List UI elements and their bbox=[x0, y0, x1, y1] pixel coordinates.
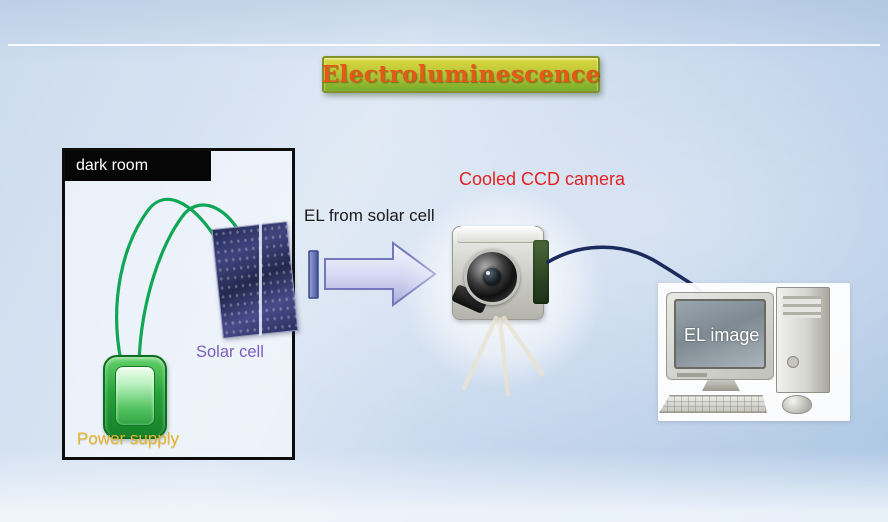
computer-monitor: EL image bbox=[666, 292, 774, 380]
power-supply-image bbox=[103, 355, 167, 439]
monitor-screen: EL image bbox=[674, 299, 766, 369]
computer-image: EL image bbox=[658, 283, 850, 421]
divider-line bbox=[8, 44, 880, 46]
wire-path bbox=[115, 197, 217, 363]
dark-room-box: Solar cell Power supply dark room bbox=[62, 148, 299, 460]
tripod-leg bbox=[501, 315, 545, 377]
monitor-stand bbox=[702, 380, 740, 391]
tripod-leg bbox=[461, 315, 499, 391]
el-arrow-label: EL from solar cell bbox=[304, 206, 435, 225]
camera-lens-center bbox=[483, 268, 501, 286]
dark-room-header: dark room bbox=[65, 151, 211, 181]
computer-tower bbox=[776, 287, 830, 393]
wire-path bbox=[137, 203, 245, 365]
tripod-leg bbox=[497, 317, 511, 397]
ccd-camera-image bbox=[450, 226, 549, 320]
title-banner: Electroluminescence bbox=[321, 56, 601, 93]
power-wires bbox=[115, 197, 245, 365]
solar-cell-label: Solar cell bbox=[196, 343, 264, 361]
arrow-bar bbox=[308, 250, 319, 299]
solar-cell-image bbox=[211, 221, 299, 339]
camera-circuit-board bbox=[533, 240, 549, 304]
slide-title: Electroluminescence bbox=[321, 61, 601, 88]
computer-keyboard bbox=[659, 395, 767, 413]
computer-mouse bbox=[782, 395, 812, 414]
dark-room-label: dark room bbox=[76, 157, 149, 174]
camera-top-cap bbox=[456, 226, 540, 243]
camera-lens-icon bbox=[464, 249, 520, 305]
camera-label: Cooled CCD camera bbox=[458, 169, 626, 189]
power-supply-screen bbox=[115, 366, 155, 426]
power-supply-label: Power supply bbox=[77, 429, 180, 448]
camera-tripod bbox=[461, 315, 545, 397]
el-image-label: EL image bbox=[684, 325, 760, 345]
